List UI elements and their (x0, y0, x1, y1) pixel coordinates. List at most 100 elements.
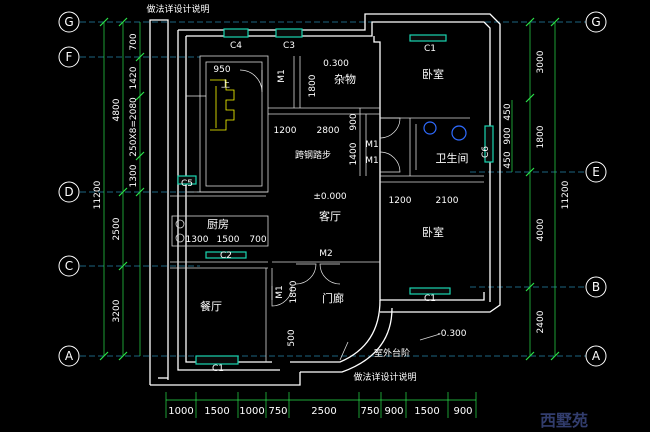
tag-m1-storage: M1 (277, 69, 287, 83)
tag-c6: C6 (481, 146, 491, 158)
svg-text:B: B (592, 280, 600, 294)
axis-bubble-C-left: C (58, 255, 80, 277)
left-dim-2500: 2500 (112, 217, 122, 240)
dim-0300: 0.300 (323, 59, 349, 69)
dim-1800-a: 1800 (308, 74, 318, 97)
toilet-icon (423, 121, 437, 135)
room-storage: 杂物 (334, 72, 356, 86)
window-c1-bl (195, 355, 239, 365)
bottom-dim-3: 1000 (239, 406, 264, 417)
kitchen-fixtures (171, 215, 269, 247)
window-c1-top (409, 34, 447, 42)
dim-k700: 700 (249, 235, 266, 245)
interior-walls (170, 55, 484, 362)
watermark-logo: 西墅苑 (540, 411, 588, 430)
tag-c2: C2 (220, 251, 232, 261)
left-dim-3200: 3200 (112, 299, 122, 322)
tag-m2: M2 (319, 249, 333, 259)
right-dim-2400: 2400 (536, 310, 546, 333)
right-dim-450a: 450 (503, 103, 513, 120)
dim-k1500: 1500 (217, 235, 240, 245)
axis-bubble-A-left: A (58, 345, 80, 367)
svg-text:D: D (64, 185, 73, 199)
bottom-dim-8: 1500 (414, 406, 439, 417)
tag-c1-top: C1 (424, 44, 436, 54)
left-dim-outer: 11200 (93, 180, 103, 209)
axis-bubble-D-left: D (58, 181, 80, 203)
svg-text:F: F (66, 50, 73, 64)
tag-m1-bath-b: M1 (365, 156, 379, 166)
tag-c4: C4 (230, 41, 242, 51)
tag-c1-bottom-left: C1 (212, 364, 224, 374)
windows (177, 28, 494, 365)
room-bathroom: 卫生间 (436, 151, 469, 165)
tag-c3: C3 (283, 41, 295, 51)
room-porch: 门廊 (322, 291, 344, 305)
svg-text:G: G (64, 15, 73, 29)
right-dim-900: 900 (503, 127, 513, 144)
right-dim-450b: 450 (503, 151, 513, 168)
svg-text:G: G (591, 15, 600, 29)
elevation-label: ±0.000 (313, 192, 347, 202)
window-c2 (205, 251, 247, 259)
bathroom-fixtures (423, 121, 467, 141)
tag-c1-bottom-right: C1 (424, 294, 436, 304)
room-bedroom-top: 卧室 (422, 67, 444, 81)
left-dim-1420: 1420 (129, 66, 139, 89)
bottom-dim-6: 750 (360, 406, 379, 417)
bottom-title: 做法详设计说明 (353, 371, 416, 383)
left-dim-700: 700 (129, 33, 139, 50)
window-c5 (177, 175, 197, 185)
tag-m1-bath-a: M1 (365, 140, 379, 150)
dim-1200-b: 1200 (389, 196, 412, 206)
left-dim-250x8: 250X8=2080 (129, 97, 139, 157)
left-dimensions: 11200 4800 2500 3200 700 1420 250X8=2080… (93, 17, 145, 361)
svg-text:A: A (65, 349, 74, 363)
bottom-dim-4: 750 (268, 406, 287, 417)
window-c6 (484, 125, 494, 163)
room-living: 客厅 (319, 209, 341, 223)
bottom-dim-1: 1000 (168, 406, 193, 417)
axis-bubble-G-left: G (58, 11, 80, 33)
dim-k1300: 1300 (186, 235, 209, 245)
dim-2800: 2800 (317, 126, 340, 136)
top-title: 做法详设计说明 (146, 3, 209, 15)
axis-bubble-A-right: A (585, 345, 607, 367)
bottom-dim-5: 2500 (311, 406, 336, 417)
right-dim-outer: 11200 (561, 180, 571, 209)
bottom-dim-2: 1500 (204, 406, 229, 417)
room-dining: 餐厅 (200, 299, 222, 313)
window-c3 (275, 28, 303, 38)
svg-text:E: E (592, 165, 600, 179)
axis-bubble-B-right: B (585, 276, 607, 298)
left-dim-1300: 1300 (129, 164, 139, 187)
outdoor-elevation-label: -0.300 (437, 329, 466, 339)
svg-text:A: A (592, 349, 601, 363)
doors (186, 69, 401, 307)
window-c4 (223, 28, 249, 38)
right-dimensions: 11200 3000 4000 2400 1800 450 900 450 (503, 17, 571, 361)
outdoor-step-label: 室外台阶 (374, 347, 410, 359)
dim-1800-b: 1800 (289, 280, 299, 303)
step-label: 跨钢踏步 (295, 149, 331, 161)
bottom-dim-9: 900 (453, 406, 472, 417)
dim-1400: 1400 (349, 142, 359, 165)
right-dim-4000: 4000 (536, 218, 546, 241)
stair-up-label: 上 (221, 79, 230, 90)
basin-icon (451, 125, 467, 141)
bottom-dimensions: 1000 1500 1000 750 2500 750 900 1500 900 (165, 392, 477, 418)
bottom-dim-7: 900 (384, 406, 403, 417)
dim-2100: 2100 (436, 196, 459, 206)
porch-leaders (339, 333, 441, 361)
right-dim-1800: 1800 (536, 125, 546, 148)
svg-text:C: C (65, 259, 73, 273)
left-dim-4800: 4800 (112, 98, 122, 121)
axis-bubble-F-left: F (58, 46, 80, 68)
axis-bubble-E-right: E (585, 161, 607, 183)
right-dim-3000: 3000 (536, 50, 546, 73)
axis-bubble-G-right: G (585, 11, 607, 33)
tag-m1-dining: M1 (275, 285, 285, 299)
building-outline (149, 13, 501, 386)
dim-900-a: 900 (349, 113, 359, 130)
